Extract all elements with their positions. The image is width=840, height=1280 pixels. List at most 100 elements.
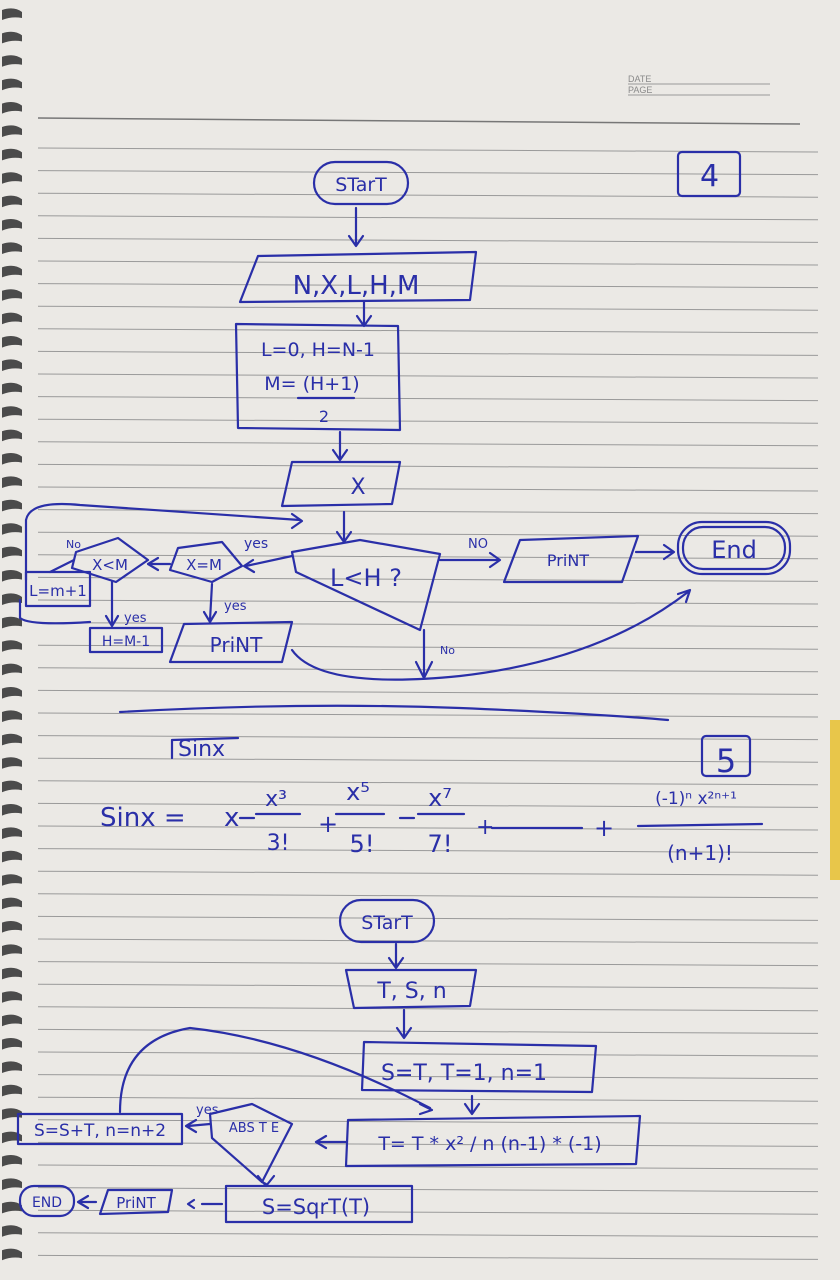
ruled-line xyxy=(37,373,819,379)
sqrt-label-5: S=SqrT(T) xyxy=(262,1195,370,1219)
date-label: DATE xyxy=(628,74,651,84)
yes-label-eq-4: yes xyxy=(224,599,247,614)
ruled-line xyxy=(37,531,819,537)
yes-label-5: yes xyxy=(196,1103,219,1118)
spiral-ring xyxy=(2,242,22,254)
ruled-line xyxy=(37,1028,819,1034)
ruled-line xyxy=(37,644,819,650)
svg-text:+: + xyxy=(594,814,614,842)
spiral-ring xyxy=(2,897,22,910)
spiral-ring xyxy=(2,476,22,488)
formula-termn-num: (-1)ⁿ x²ⁿ⁺¹ xyxy=(655,789,737,809)
ruled-line xyxy=(37,712,819,718)
yes-label-lt-4: yes xyxy=(124,611,147,626)
spiral-ring xyxy=(2,1155,22,1167)
svg-text:+: + xyxy=(476,815,494,840)
ruled-line xyxy=(37,486,819,492)
spiral-ring xyxy=(2,382,22,395)
spiral-ring xyxy=(2,429,22,442)
spiral-ring xyxy=(2,78,22,91)
loop-back-arrow-4 xyxy=(24,502,302,582)
start-label-4: STarT xyxy=(335,174,387,196)
ruled-line xyxy=(37,780,819,786)
start-terminal-5 xyxy=(338,898,436,944)
ruled-line xyxy=(37,350,819,356)
ruled-line xyxy=(37,1096,819,1102)
page-tab xyxy=(830,720,840,880)
assign-h-label-4: H=M-1 xyxy=(102,634,150,650)
ruled-line xyxy=(37,283,819,289)
ruled-line xyxy=(37,938,819,944)
flowchart-4: 4 STarT N,X,L,H,M L=0, H=N-1 M= (H+1) 2 … xyxy=(18,150,792,681)
ruled-line xyxy=(37,1006,819,1012)
start-terminal-4 xyxy=(312,160,410,206)
decision-eq-4 xyxy=(168,540,244,584)
spiral-ring xyxy=(2,780,22,793)
update-label-5: T= T * x² / n (n-1) * (-1) xyxy=(377,1133,601,1155)
ruled-line xyxy=(37,1051,819,1057)
input-box-5 xyxy=(344,968,478,1010)
page-label: PAGE xyxy=(628,85,652,95)
ruled-lines xyxy=(37,147,819,1260)
ruled-line xyxy=(37,622,819,628)
spiral-ring xyxy=(2,499,22,512)
spiral-ring xyxy=(2,757,22,769)
spiral-ring xyxy=(2,523,22,535)
decision-main-4 xyxy=(290,538,442,632)
spiral-ring xyxy=(2,733,22,746)
ruled-line xyxy=(37,237,819,243)
ruled-line xyxy=(37,1074,819,1080)
formula-x: x xyxy=(224,803,239,833)
section-number-box-5 xyxy=(700,734,752,778)
assign-s-label-5: S=S+T, n=n+2 xyxy=(34,1121,166,1141)
section-title-5: Sinx xyxy=(178,737,225,762)
print-box-found-4 xyxy=(168,620,294,664)
end-label-5: END xyxy=(32,1195,62,1211)
ruled-line xyxy=(37,1254,819,1260)
decision-lt-label-4: X<M xyxy=(92,556,128,574)
decision-lt-4 xyxy=(70,536,150,584)
spiral-ring xyxy=(2,593,22,605)
no-label-bottom-4: No xyxy=(440,644,455,657)
ruled-line xyxy=(37,757,819,763)
spiral-ring xyxy=(2,874,22,886)
spiral-ring xyxy=(2,1225,22,1237)
spiral-ring xyxy=(2,804,22,816)
ruled-line xyxy=(37,305,819,311)
read-box-4 xyxy=(280,460,402,508)
spiral-ring xyxy=(2,125,22,137)
spiral-ring xyxy=(2,546,22,559)
ruled-line xyxy=(37,215,819,221)
ruled-line xyxy=(37,689,819,695)
ruled-line xyxy=(37,260,819,266)
ruled-line xyxy=(37,825,819,831)
init-line2-4: M= (H+1) xyxy=(264,373,359,395)
ruled-line xyxy=(37,961,819,967)
section-number-box-4 xyxy=(676,150,742,198)
print-label-found-4: PriNT xyxy=(210,633,263,657)
spiral-ring xyxy=(2,710,22,722)
spiral-ring xyxy=(2,8,22,20)
spiral-ring xyxy=(2,55,22,67)
no-label-main-4: NO xyxy=(468,537,488,552)
init-line3-4: 2 xyxy=(319,407,329,426)
spiral-ring xyxy=(2,219,22,231)
print-label-end-4: PriNT xyxy=(547,551,589,570)
spiral-ring xyxy=(2,640,22,652)
spiral-ring xyxy=(2,289,22,301)
input-label-4: N,X,L,H,M xyxy=(293,271,420,301)
ruled-line xyxy=(37,870,819,876)
spiral-ring xyxy=(2,663,22,676)
spiral-ring xyxy=(2,1201,22,1214)
ruled-line xyxy=(37,1232,819,1238)
init-process-4 xyxy=(234,322,402,432)
formula-term2-num: x⁵ xyxy=(346,778,370,806)
assign-l-label-4: L=m+1 xyxy=(29,582,87,600)
input-box-4 xyxy=(238,250,478,304)
spiral-ring xyxy=(2,827,22,839)
spiral-ring xyxy=(2,31,22,44)
spiral-ring xyxy=(2,1178,22,1190)
